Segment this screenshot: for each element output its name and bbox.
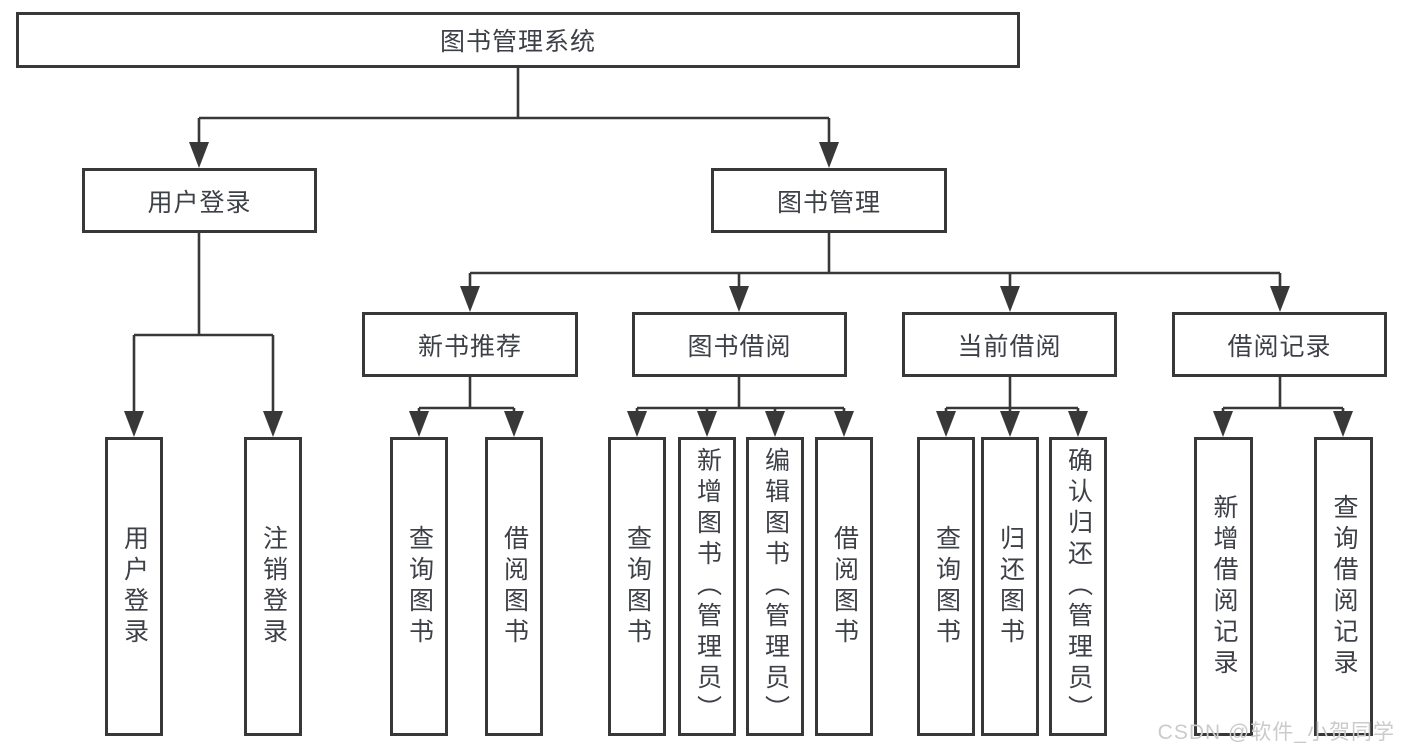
node-borrowing-records: 借阅记录 — [1172, 312, 1387, 377]
leaf-borrow-query-books: 查询图书 — [608, 437, 666, 736]
leaf-borrow-borrow-books: 借阅图书 — [815, 437, 873, 736]
leaf-user-login: 用户登录 — [105, 437, 163, 736]
node-book-management: 图书管理 — [711, 168, 947, 233]
leaf-borrow-edit-books-admin: 编辑图书（管理员） — [746, 437, 804, 736]
node-current-borrowing: 当前借阅 — [902, 312, 1117, 377]
leaf-current-return-books: 归还图书 — [981, 437, 1039, 736]
leaf-newbook-query-books: 查询图书 — [390, 437, 448, 736]
user-login-children-connector — [124, 233, 283, 437]
node-book-borrowing: 图书借阅 — [632, 312, 847, 377]
node-new-book-recommendation: 新书推荐 — [362, 312, 578, 377]
book-mgmt-children-connector — [460, 233, 1290, 312]
node-user-login: 用户登录 — [82, 168, 317, 233]
current-borrowing-children-connector — [936, 377, 1088, 437]
leaf-current-confirm-return-admin: 确认归还（管理员） — [1049, 437, 1107, 736]
leaf-current-query-books: 查询图书 — [917, 437, 975, 736]
leaf-logout: 注销登录 — [244, 437, 302, 736]
borrowing-records-children-connector — [1213, 377, 1353, 437]
leaf-borrow-add-books-admin: 新增图书（管理员） — [678, 437, 736, 736]
node-root: 图书管理系统 — [16, 12, 1020, 68]
leaf-newbook-borrow-books: 借阅图书 — [485, 437, 543, 736]
root-to-level1-connector — [189, 68, 839, 168]
leaf-records-query-record: 查询借阅记录 — [1314, 437, 1373, 736]
csdn-watermark: CSDN @软件_小贺同学 — [1157, 721, 1395, 744]
leaf-records-add-record: 新增借阅记录 — [1194, 437, 1253, 736]
new-book-children-connector — [409, 377, 524, 437]
book-borrowing-children-connector — [627, 377, 854, 437]
